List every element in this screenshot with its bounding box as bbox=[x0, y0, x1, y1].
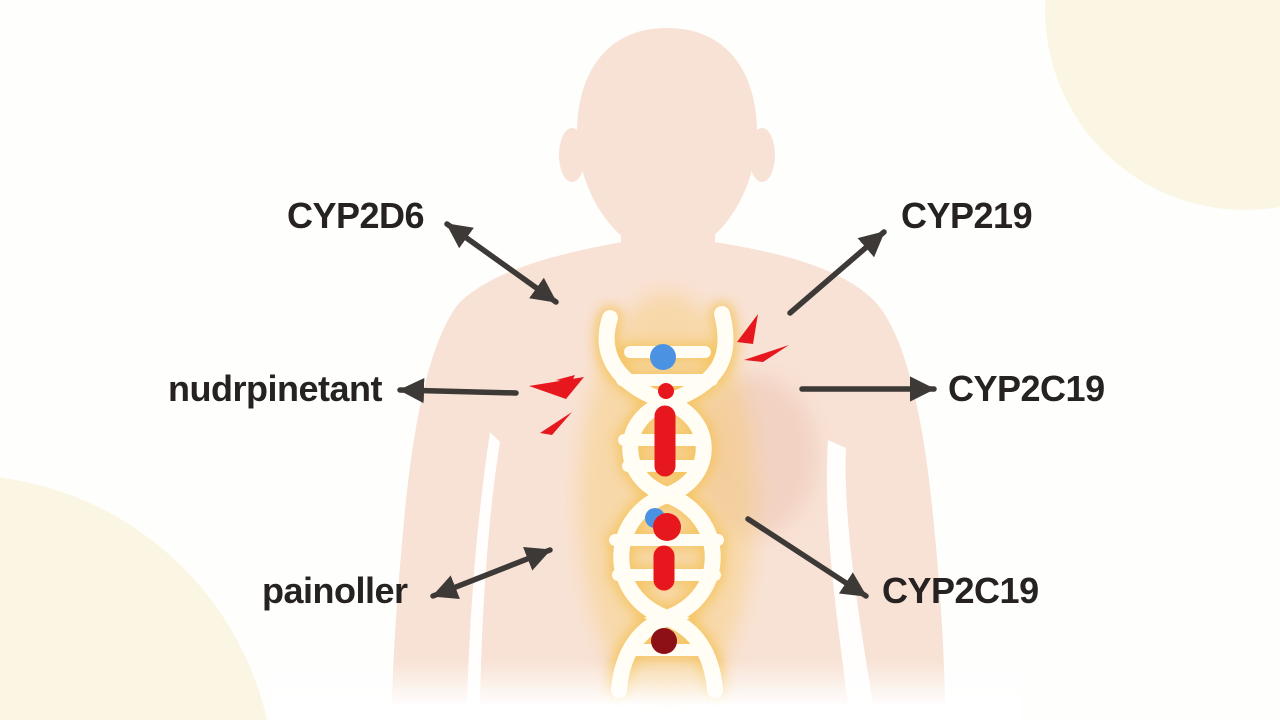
arrow-cyp219 bbox=[787, 229, 887, 316]
bottom-fade bbox=[270, 660, 1020, 720]
dna-helix-icon bbox=[579, 292, 755, 708]
arrow-nudrpinetant bbox=[397, 377, 519, 404]
label-painoller: painoller bbox=[262, 570, 408, 611]
spark-icon-left-3 bbox=[540, 412, 572, 435]
arrow-cyp2d6 bbox=[444, 221, 559, 305]
spark-icon-right-1 bbox=[737, 314, 758, 344]
annotation-arrows bbox=[397, 221, 937, 599]
corner-blob-top-right bbox=[1045, 0, 1280, 210]
dna-variant-markers bbox=[645, 344, 681, 654]
arrow-cyp2c19-bottom bbox=[745, 516, 869, 599]
right-arm-gap bbox=[826, 440, 873, 704]
arrow-painoller bbox=[430, 547, 553, 599]
label-cyp2d6: CYP2D6 bbox=[287, 195, 425, 236]
blue-marker-top bbox=[650, 344, 676, 370]
spark-icons bbox=[529, 314, 789, 435]
spark-icon-left-2 bbox=[556, 375, 575, 383]
label-cyp219: CYP219 bbox=[901, 195, 1033, 236]
red-marker-middle bbox=[653, 513, 681, 541]
red-marker-small bbox=[658, 383, 674, 399]
dark-red-marker-bottom bbox=[651, 628, 677, 654]
corner-blob-bottom-left bbox=[0, 477, 268, 720]
label-cyp2c19-middle: CYP2C19 bbox=[948, 368, 1105, 409]
label-nudrpinetant: nudrpinetant bbox=[168, 368, 382, 409]
label-cyp2c19-bottom: CYP2C19 bbox=[882, 570, 1039, 611]
spark-icon-right-2 bbox=[744, 345, 789, 362]
